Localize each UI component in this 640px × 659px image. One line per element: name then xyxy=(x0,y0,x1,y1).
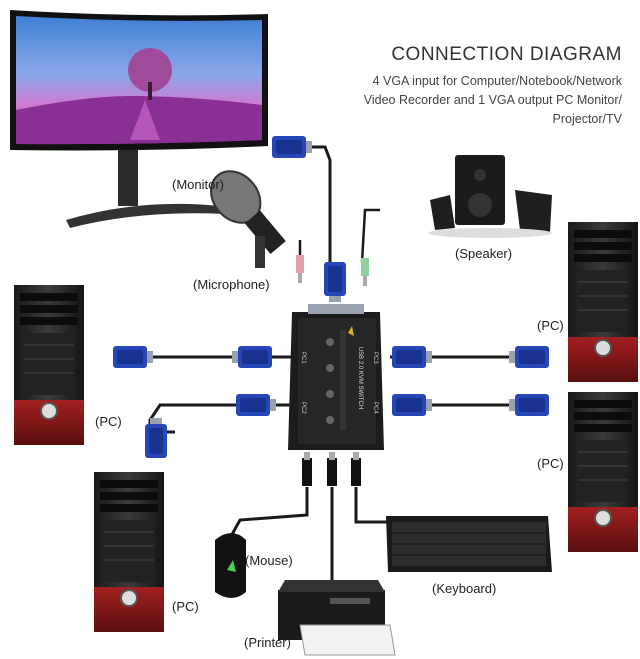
label-pc-right-top: (PC) xyxy=(537,318,564,333)
label-pc-bottom-left: (PC) xyxy=(172,599,199,614)
usb-plugs xyxy=(302,452,361,486)
monitor-vga-plug xyxy=(272,136,312,158)
pc-left-image xyxy=(13,284,85,446)
subtitle-line: Projector/TV xyxy=(552,112,622,126)
pc-bottom-left-image xyxy=(93,471,165,633)
diagram-title: CONNECTION DIAGRAM xyxy=(391,44,622,65)
speaker-image xyxy=(361,155,552,286)
label-pc-right-bottom: (PC) xyxy=(537,456,564,471)
kvm-switch xyxy=(288,304,384,450)
monitor-image xyxy=(10,10,268,228)
label-keyboard: (Keyboard) xyxy=(432,581,497,596)
pc-right-bottom-image xyxy=(567,391,639,553)
port-label-pc1: PC1 xyxy=(300,352,306,364)
pc-right-top-image xyxy=(567,221,639,383)
label-monitor: (Monitor) xyxy=(172,177,225,192)
port-label-pc2: PC2 xyxy=(300,402,306,414)
subtitle-line: Video Recorder and 1 VGA output PC Monit… xyxy=(363,93,622,107)
keyboard-image xyxy=(386,516,552,572)
label-printer: (Printer) xyxy=(244,635,291,650)
switch-vga-out-plug xyxy=(324,262,346,302)
diagram-subtitle: 4 VGA input for Computer/Notebook/Networ… xyxy=(330,72,622,129)
subtitle-line: 4 VGA input for Computer/Notebook/Networ… xyxy=(372,74,622,88)
label-mouse: (Mouse) xyxy=(245,553,293,568)
label-pc-left: (PC) xyxy=(95,414,122,429)
kvm-switch-label: USB 2.0 KVM SWITCH xyxy=(357,347,363,409)
printer-image xyxy=(278,580,396,656)
port-label-pc3: PC3 xyxy=(372,352,378,364)
port-label-pc4: PC4 xyxy=(372,402,378,414)
microphone-image xyxy=(210,170,304,283)
label-microphone: (Microphone) xyxy=(193,277,270,292)
mouse-image xyxy=(215,533,246,598)
label-speaker: (Speaker) xyxy=(455,246,513,261)
